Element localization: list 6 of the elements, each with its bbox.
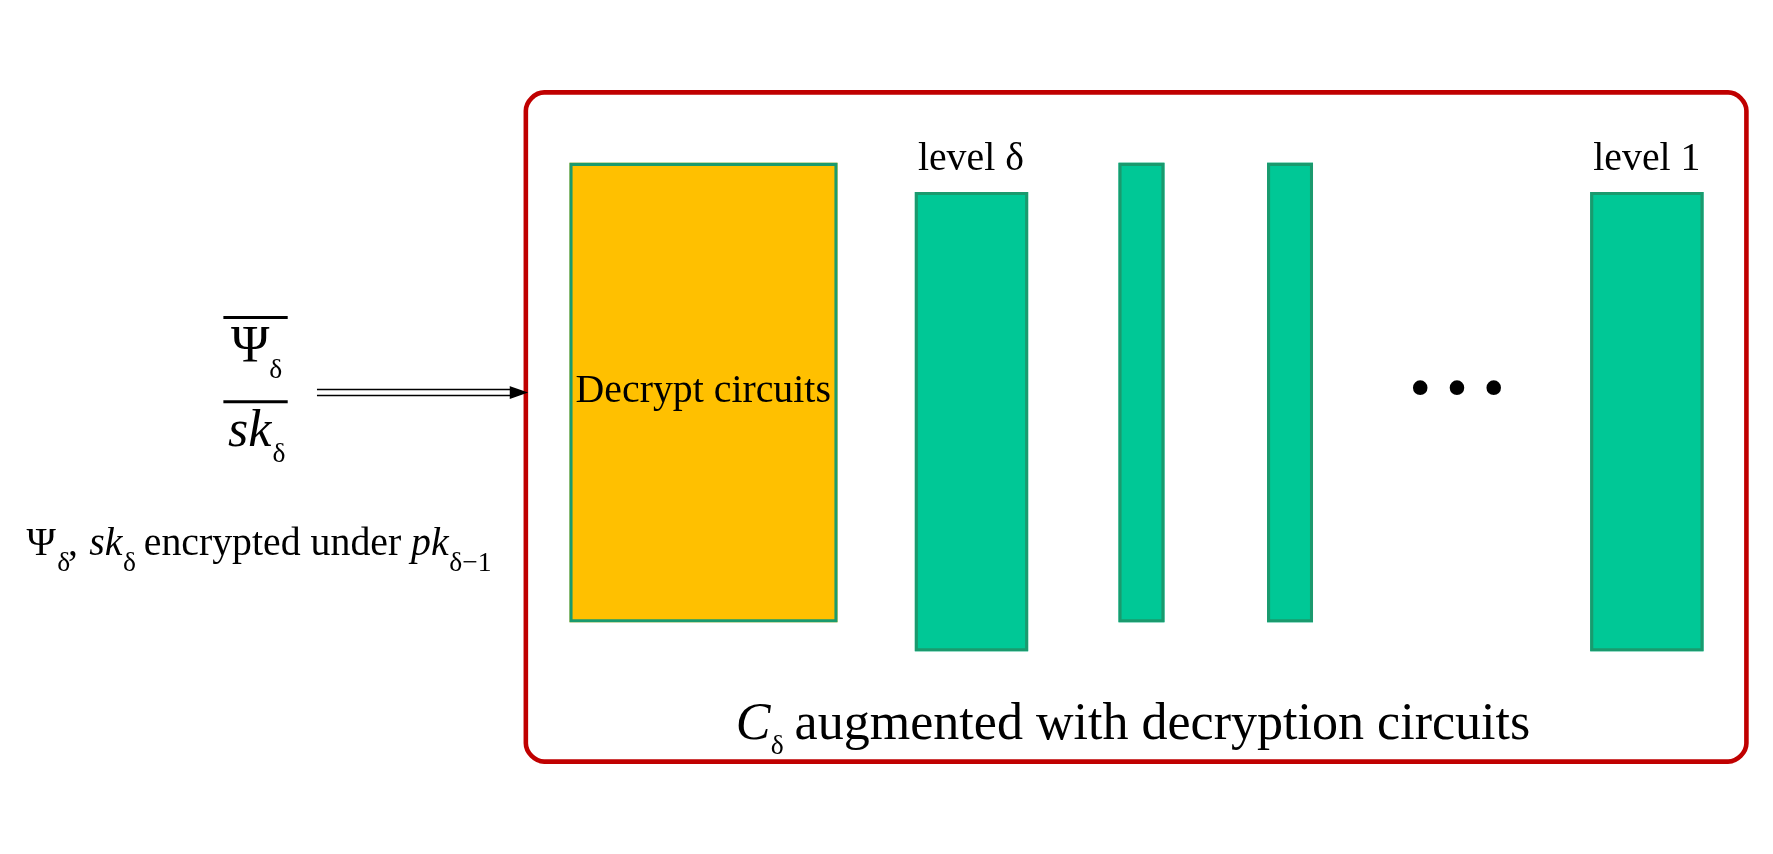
node-label: level δ: [917, 135, 1024, 180]
arrow: [316, 386, 529, 399]
node-label: level 1: [1593, 135, 1701, 180]
label: • • •: [1409, 352, 1505, 421]
node-text: Ψ$_{δ}$ sk$_{δ}$: [227, 316, 286, 468]
label: Ψ$_{δ}$, sk$_{δ}$ encrypted under pk$_{δ−1}$: [26, 520, 492, 577]
